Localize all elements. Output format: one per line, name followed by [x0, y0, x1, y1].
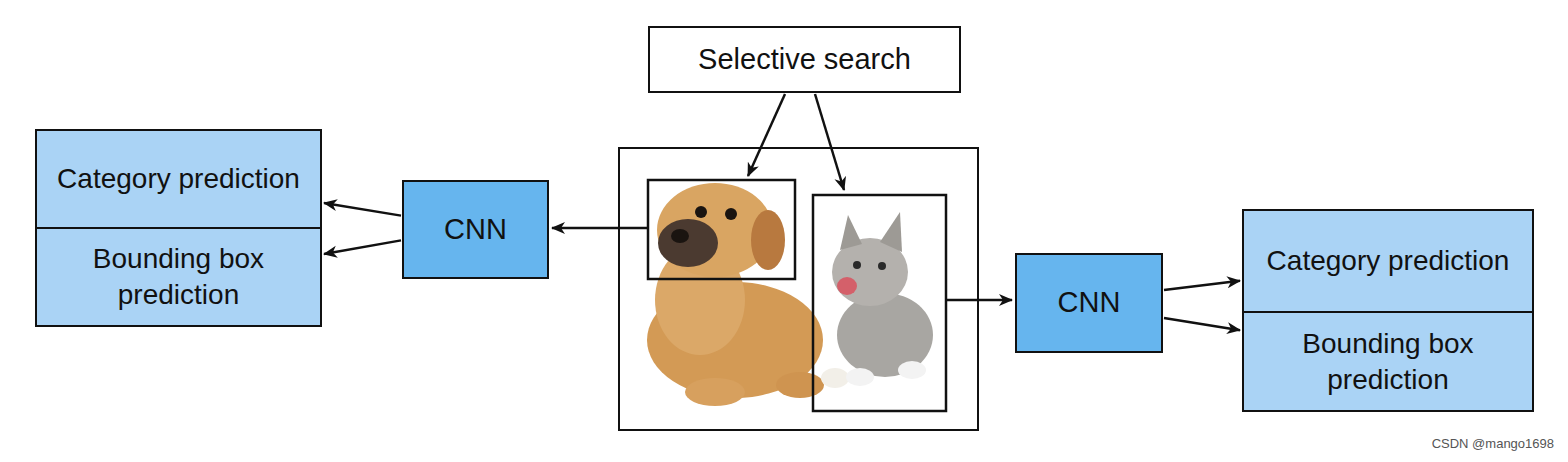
cnn-box: CNN: [1015, 253, 1163, 353]
process-box: Selective search: [648, 26, 961, 93]
region-box: [813, 195, 946, 411]
region-arrow: [946, 299, 1012, 302]
output-box: Bounding box prediction: [35, 227, 322, 327]
output-box: Bounding box prediction: [1242, 311, 1534, 412]
region-box: [648, 180, 795, 279]
region-arrow: [552, 227, 647, 230]
output-box: Category prediction: [35, 129, 322, 229]
box-label: Bounding box prediction: [1254, 326, 1522, 398]
box-label: CNN: [444, 211, 507, 248]
watermark: CSDN @mango1698: [1432, 436, 1554, 451]
dog-picture: [647, 183, 849, 406]
arrow-connector: [324, 203, 401, 216]
proposal-arrow: [748, 94, 785, 176]
box-label: CNN: [1058, 284, 1121, 321]
image-frame: [619, 148, 978, 430]
box-label: Category prediction: [1267, 243, 1510, 279]
arrow-connector: [1164, 318, 1240, 330]
box-label: Bounding box prediction: [47, 241, 310, 313]
output-box: Category prediction: [1242, 209, 1534, 313]
cat-picture: [832, 212, 933, 386]
box-label: Category prediction: [57, 161, 300, 197]
cnn-box: CNN: [402, 180, 549, 279]
box-label: Selective search: [698, 41, 911, 78]
arrow-connector: [1164, 281, 1240, 290]
arrow-connector: [324, 240, 401, 254]
proposal-arrow: [815, 94, 844, 190]
